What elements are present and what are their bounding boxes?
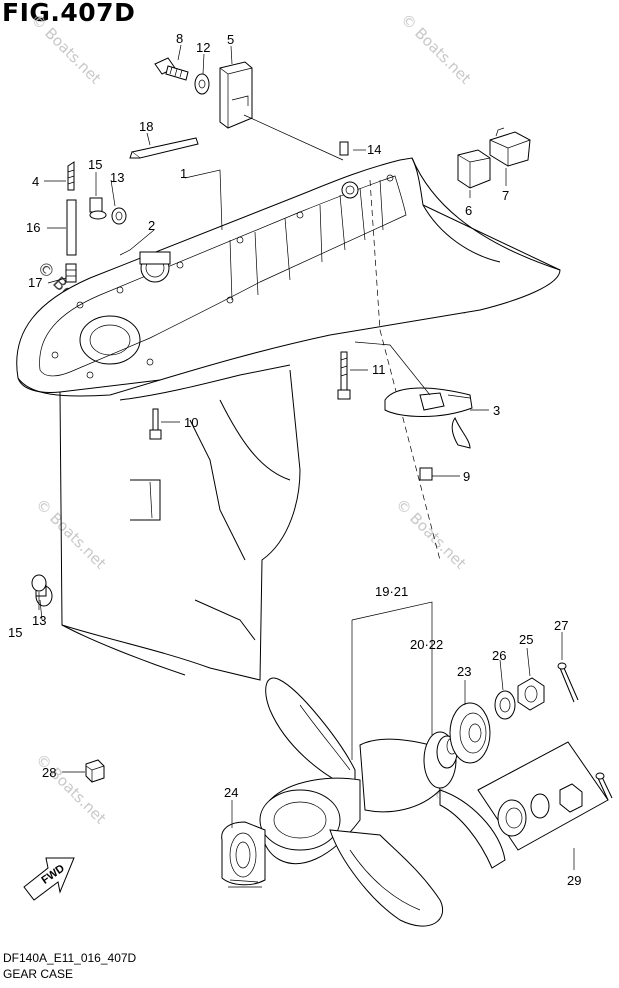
part-28-bolt [85, 759, 105, 783]
callout-3: 3 [493, 403, 500, 418]
watermark-text: © Boats.net [32, 495, 110, 573]
part-9-bolt [419, 467, 433, 481]
callout-10: 10 [184, 415, 198, 430]
part-24-spacer [221, 821, 266, 888]
figure-code: DF140A_E11_016_407D [3, 951, 137, 965]
part-7-bracket [489, 127, 531, 167]
callout-8: 8 [176, 31, 183, 46]
part-12-washer [194, 73, 210, 95]
callout-5: 5 [227, 32, 234, 47]
part-10-bolt [149, 408, 162, 440]
callout-9: 9 [463, 469, 470, 484]
propeller [259, 677, 506, 927]
part-6-anode [457, 149, 491, 189]
part-23-thrust-washer [449, 702, 491, 764]
callout-7: 7 [502, 188, 509, 203]
part-11-bolt [337, 351, 351, 400]
part-13-gasket-top [111, 207, 127, 225]
callout-15: 15 [88, 157, 102, 172]
callout-6: 6 [465, 203, 472, 218]
callout-24: 24 [224, 785, 238, 800]
callout-26: 26 [492, 648, 506, 663]
watermark-text: © Boats.net [397, 10, 475, 88]
part-16-rod [66, 199, 77, 256]
part-13-gasket-bottom [31, 574, 47, 592]
callout-18: 18 [139, 119, 153, 134]
part-4-screw [67, 161, 75, 191]
leader-lines [38, 44, 575, 870]
part-17-fitting [65, 263, 77, 283]
callout-1: 1 [180, 166, 187, 181]
part-26-washer [494, 690, 516, 720]
callout-16: 16 [26, 220, 40, 235]
callout-11: 11 [372, 362, 386, 377]
callout-12: 12 [196, 40, 210, 55]
figure-caption: GEAR CASE [3, 967, 74, 981]
callout-13-lower: 13 [32, 613, 46, 628]
part-5-cover [219, 61, 253, 129]
callout-17: 17 [28, 275, 42, 290]
part-29-kit [477, 741, 613, 851]
callout-28: 28 [42, 765, 56, 780]
part-18-tie [129, 137, 199, 159]
callout-25: 25 [519, 632, 533, 647]
callout-14: 14 [367, 142, 381, 157]
callout-29: 29 [567, 873, 581, 888]
part-15-plug-top [89, 197, 107, 220]
fwd-arrow: FWD [23, 857, 75, 901]
callout-4: 4 [32, 174, 39, 189]
figure-title: FIG.407D [2, 0, 136, 27]
part-8-bolt [154, 57, 189, 81]
part-3-trim-tab [384, 387, 473, 449]
part-27-cotter-pin [557, 662, 579, 703]
callout-23: 23 [457, 664, 471, 679]
part-25-nut [517, 677, 545, 711]
callout-20-22: 20·22 [410, 637, 443, 652]
watermark-text: © Boats.net [27, 10, 105, 88]
gear-case-housing [16, 157, 561, 681]
callout-2: 2 [148, 218, 155, 233]
callout-15-lower: 15 [8, 625, 22, 640]
watermarks: © Boats.net © Boats.net © Boats.net © Bo… [27, 10, 475, 828]
callout-numbers: 8 12 5 18 14 15 13 4 1 2 16 17 6 7 11 3 … [8, 31, 581, 888]
watermark-text: © Boats.net [392, 495, 470, 573]
callout-19-21: 19·21 [375, 584, 408, 599]
callout-27: 27 [554, 618, 568, 633]
part-14-pin [339, 141, 349, 156]
callout-13: 13 [110, 170, 124, 185]
